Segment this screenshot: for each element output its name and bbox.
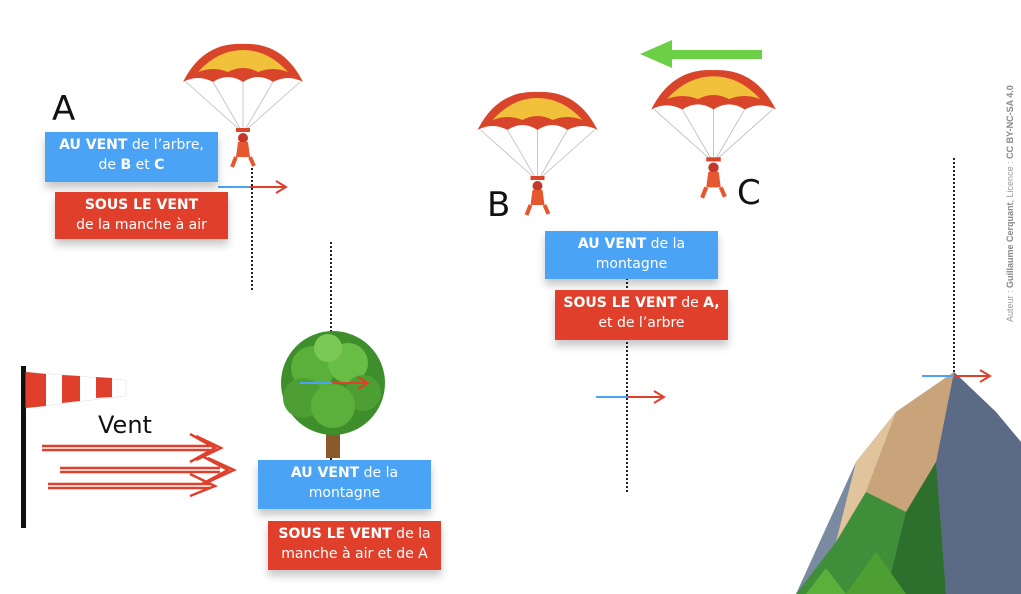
a-upwind-bold3: C [154, 157, 165, 173]
tree-upwind-text2: montagne [308, 485, 381, 501]
small-wind-arrow-icon [596, 390, 666, 404]
bc-downwind-bold: SOUS LE VENT [563, 295, 677, 311]
bc-upwind-bold: AU VENT [577, 236, 647, 252]
a-upwind-bold2: B [120, 157, 132, 173]
left-arrow-icon [640, 40, 762, 68]
a-upwind-text3: et [131, 157, 155, 173]
tree-icon [281, 331, 385, 458]
tree-downwind-text1: de la [391, 526, 431, 542]
credit-prefix: Auteur : [1005, 287, 1015, 322]
bc-upwind-text1: de la [646, 236, 686, 252]
windsock-icon [21, 366, 127, 528]
bc-downwind-box: SOUS LE VENT de A, et de l’arbre [555, 290, 728, 340]
dotted-line-bc [626, 278, 628, 492]
tree-upwind-text1: de la [359, 465, 399, 481]
small-wind-arrow-icon [300, 376, 370, 390]
bc-downwind-bold2: A, [703, 295, 720, 311]
wind-arrows-icon [42, 432, 237, 498]
parachutist-icon [477, 91, 598, 216]
tree-downwind-box: SOUS LE VENT de la manche à air et de A [268, 521, 441, 570]
tree-downwind-text2: manche à air et de A [281, 546, 428, 562]
tree-upwind-box: AU VENT de la montagne [258, 460, 431, 509]
small-wind-arrow-icon [218, 180, 288, 194]
a-upwind-box: AU VENT de l’arbre, de B et C [45, 132, 218, 182]
credit-author: Guillaume Cerquant [1005, 202, 1015, 288]
a-downwind-box: SOUS LE VENT de la manche à air [55, 192, 228, 239]
tree-downwind-bold: SOUS LE VENT [278, 526, 392, 542]
a-downwind-bold: SOUS LE VENT [84, 197, 199, 213]
parachutist-icon [183, 43, 303, 168]
a-upwind-text2: de [98, 157, 121, 173]
bc-upwind-text2: montagne [595, 256, 668, 272]
mountain-icon [796, 372, 1021, 594]
a-upwind-text1: de l’arbre, [127, 137, 204, 153]
tree-upwind-bold: AU VENT [290, 465, 360, 481]
label-b: B [487, 185, 511, 225]
credit-text: Auteur : Guillaume Cerquant, Licence : C… [1005, 85, 1015, 322]
bc-downwind-text2: et de l’arbre [598, 315, 685, 331]
bc-downwind-text1: de [676, 295, 704, 311]
a-downwind-text: de la manche à air [76, 217, 207, 233]
a-upwind-bold: AU VENT [59, 137, 128, 153]
wind-label: Vent [98, 411, 152, 439]
credit-middle: , Licence : [1005, 158, 1015, 203]
credit-license: CC BY-NC-SA 4.0 [1005, 85, 1015, 159]
small-wind-arrow-icon [922, 369, 992, 383]
label-a: A [52, 89, 76, 129]
bc-upwind-box: AU VENT de la montagne [545, 231, 718, 279]
parachutist-icon [651, 69, 776, 199]
label-c: C [737, 173, 761, 213]
dotted-line-a [251, 168, 253, 290]
